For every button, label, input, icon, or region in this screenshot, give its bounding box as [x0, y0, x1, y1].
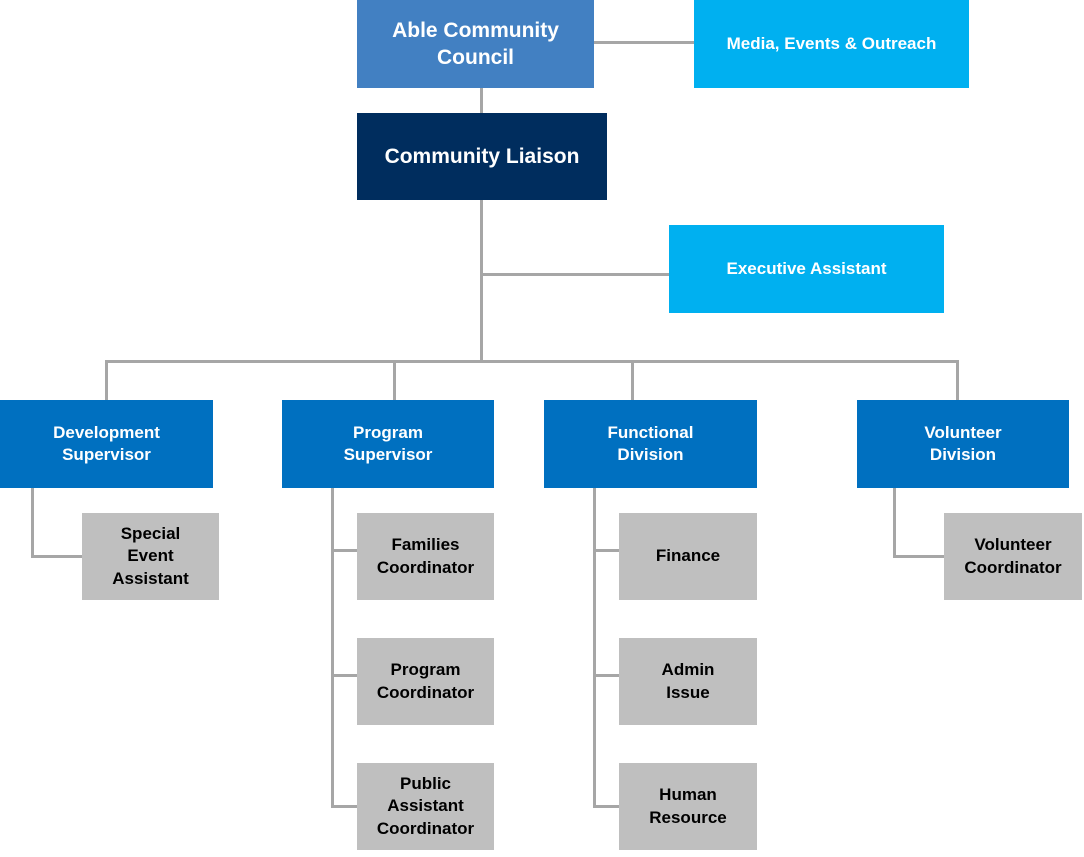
connector-council-media	[594, 41, 694, 44]
volunteer-coordinator-box: Volunteer Coordinator	[944, 513, 1082, 600]
connector-functional-v	[593, 488, 596, 808]
connector-program-h1	[331, 549, 357, 552]
connector-drop-volunteer	[956, 360, 959, 400]
connector-development-v	[31, 488, 34, 558]
connector-divisions-bar	[105, 360, 959, 363]
admin-issue-box: Admin Issue	[619, 638, 757, 725]
special-event-assistant-box: Special Event Assistant	[82, 513, 219, 600]
connector-program-h3	[331, 805, 357, 808]
council-box: Able Community Council	[357, 0, 594, 88]
program-coordinator-box: Program Coordinator	[357, 638, 494, 725]
connector-program-v	[331, 488, 334, 808]
media-events-outreach-box: Media, Events & Outreach	[694, 0, 969, 88]
development-supervisor-box: Development Supervisor	[0, 400, 213, 488]
connector-functional-h2	[593, 674, 619, 677]
public-assistant-coordinator-box: Public Assistant Coordinator	[357, 763, 494, 850]
finance-box: Finance	[619, 513, 757, 600]
connector-functional-h3	[593, 805, 619, 808]
connector-executive	[480, 273, 669, 276]
connector-council-liaison	[480, 88, 483, 113]
connector-drop-program	[393, 360, 396, 400]
human-resource-box: Human Resource	[619, 763, 757, 850]
connector-drop-development	[105, 360, 108, 400]
functional-division-box: Functional Division	[544, 400, 757, 488]
connector-drop-functional	[631, 360, 634, 400]
connector-program-h2	[331, 674, 357, 677]
executive-assistant-box: Executive Assistant	[669, 225, 944, 313]
connector-volunteer-h	[893, 555, 944, 558]
connector-liaison-trunk	[480, 200, 483, 363]
connector-development-h	[31, 555, 82, 558]
families-coordinator-box: Families Coordinator	[357, 513, 494, 600]
connector-volunteer-v	[893, 488, 896, 558]
connector-functional-h1	[593, 549, 619, 552]
program-supervisor-box: Program Supervisor	[282, 400, 494, 488]
volunteer-division-box: Volunteer Division	[857, 400, 1069, 488]
community-liaison-box: Community Liaison	[357, 113, 607, 200]
